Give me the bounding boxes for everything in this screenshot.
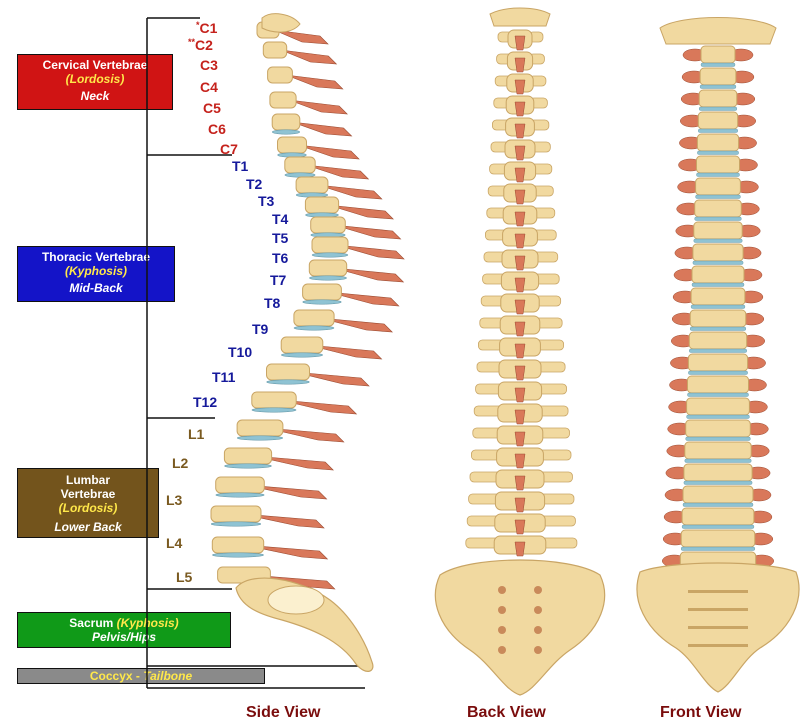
back-view-caption: Back View [467, 704, 546, 722]
intervertebral-disc [689, 349, 746, 353]
vertebral-body [688, 354, 747, 371]
intervertebral-disc [691, 305, 745, 309]
vertebral-body [698, 112, 737, 129]
vertebral-body [697, 134, 738, 151]
intervertebral-disc [698, 129, 737, 133]
vertebral-body [687, 398, 750, 415]
vertebral-body [688, 376, 749, 393]
intervertebral-disc [693, 261, 743, 265]
vertebral-body [700, 68, 736, 85]
intervertebral-disc [685, 459, 751, 463]
vertebral-body [692, 266, 744, 283]
sacral-ridge [688, 626, 748, 629]
intervertebral-disc [697, 151, 738, 155]
intervertebral-disc [687, 415, 750, 419]
vertebral-body [701, 46, 735, 63]
vertebral-body [689, 332, 746, 349]
intervertebral-disc [686, 437, 751, 441]
side-view-caption: Side View [246, 704, 320, 722]
vertebral-body [694, 222, 742, 239]
intervertebral-disc [688, 371, 747, 375]
vertebral-body [691, 288, 745, 305]
intervertebral-disc [696, 195, 741, 199]
vertebral-body [695, 200, 742, 217]
atlas-shape [660, 18, 776, 45]
vertebral-body [685, 442, 751, 459]
vertebral-body [697, 156, 740, 173]
vertebral-body [684, 464, 752, 481]
sacral-ridge [688, 644, 748, 647]
intervertebral-disc [697, 173, 740, 177]
intervertebral-disc [684, 481, 752, 485]
sacral-ridge [688, 590, 748, 593]
front-view-caption: Front View [660, 704, 742, 722]
intervertebral-disc [682, 525, 754, 529]
vertebral-body [682, 508, 754, 525]
intervertebral-disc [695, 217, 742, 221]
vertebral-body [690, 310, 746, 327]
intervertebral-disc [683, 503, 753, 507]
intervertebral-disc [692, 283, 744, 287]
vertebral-body [681, 530, 755, 547]
vertebral-body [686, 420, 751, 437]
intervertebral-disc [694, 239, 742, 243]
intervertebral-disc [700, 85, 736, 89]
vertebral-body [696, 178, 741, 195]
intervertebral-disc [701, 63, 735, 67]
intervertebral-disc [688, 393, 749, 397]
sacral-ridge [688, 608, 748, 611]
intervertebral-disc [699, 107, 737, 111]
intervertebral-disc [690, 327, 746, 331]
vertebral-body [699, 90, 737, 107]
vertebral-body [683, 486, 753, 503]
vertebral-body [693, 244, 743, 261]
intervertebral-disc [681, 547, 755, 551]
